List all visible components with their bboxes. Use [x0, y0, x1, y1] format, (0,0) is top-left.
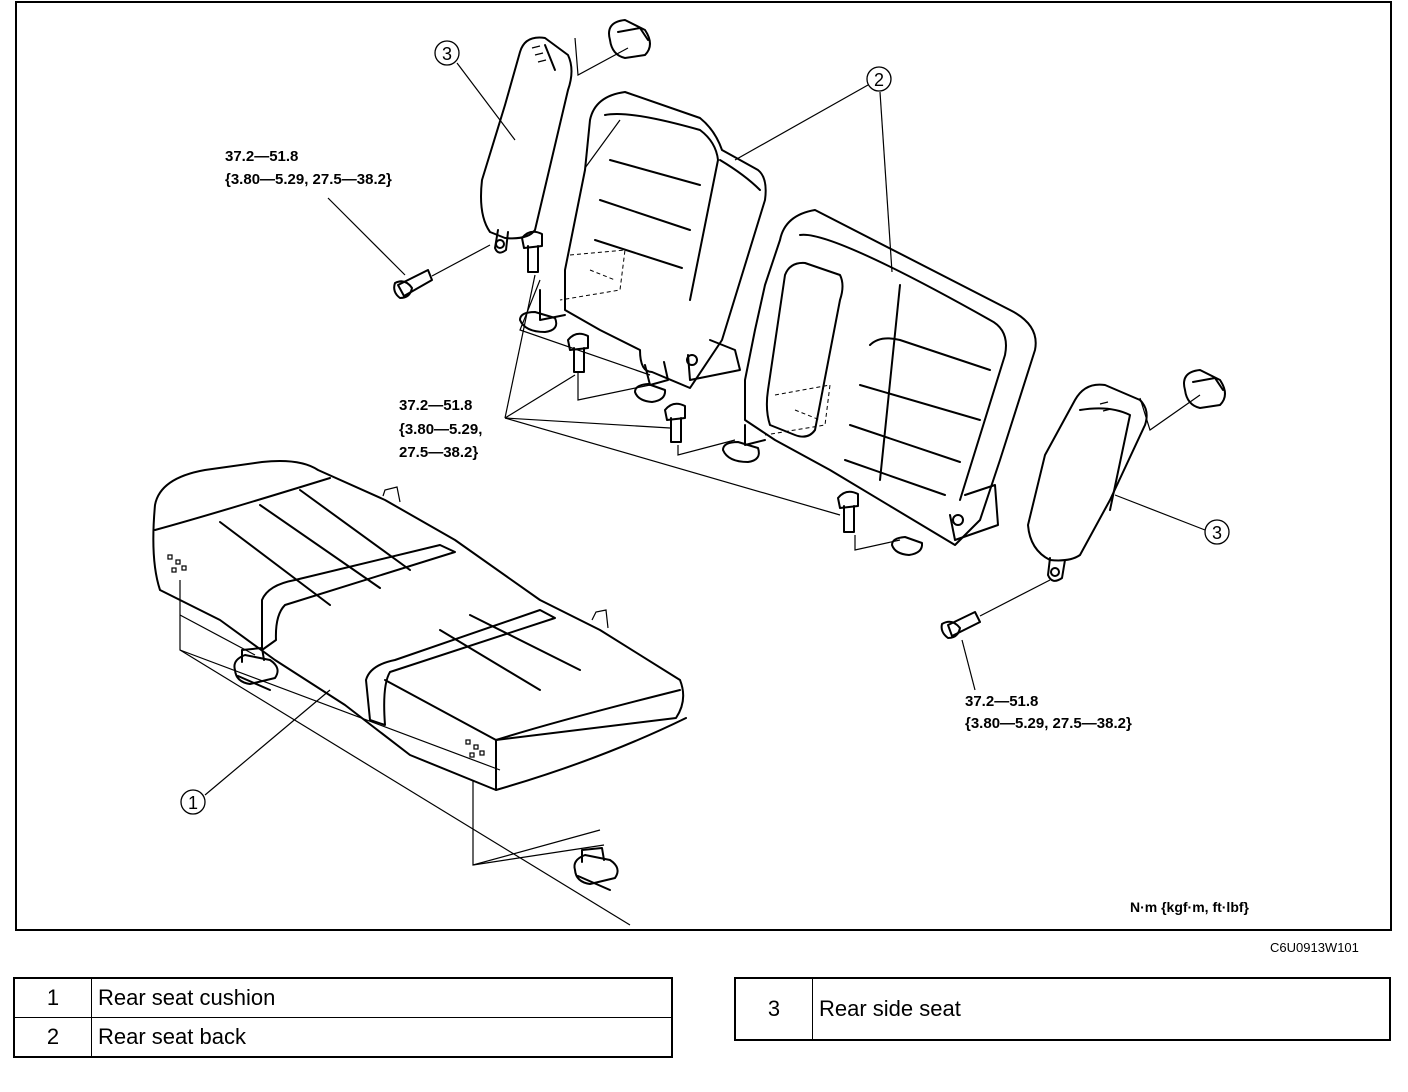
bolt-lower-right — [940, 579, 1051, 639]
torque-spec-2-line2: {3.80—5.29, — [399, 421, 482, 438]
torque-units: N·m {kgf·m, ft·lbf} — [1130, 899, 1250, 915]
bolt-seatback-4 — [837, 490, 859, 533]
callout-3-top: 3 — [434, 40, 516, 141]
cushion-clip-right — [573, 847, 619, 891]
legend-text: Rear seat cushion — [91, 977, 673, 1018]
torque-spec-1-line1: 37.2—51.8 — [225, 148, 298, 165]
callout-2-label: 2 — [874, 70, 884, 90]
torque-spec-3-line1: 37.2—51.8 — [965, 693, 1038, 710]
callout-2: 2 — [734, 66, 893, 273]
rear-side-seat-left-drawing — [480, 36, 573, 254]
legend-number: 2 — [13, 1017, 92, 1058]
parts-diagram: 1 2 3 3 37.2—51.8 {3.80—5.29, 27.5—38.2}… — [15, 1, 1392, 931]
callout-3-top-label: 3 — [442, 44, 452, 64]
rear-seat-back-right-drawing — [722, 209, 1037, 556]
legend-text: Rear side seat — [812, 977, 1391, 1041]
torque-spec-2-line1: 37.2—51.8 — [399, 397, 472, 414]
legend-row: 2 Rear seat back — [13, 1017, 673, 1058]
legend-row: 1 Rear seat cushion — [13, 977, 673, 1018]
diagram-frame — [15, 1, 1392, 931]
legend-row: 3 Rear side seat — [734, 977, 1391, 1041]
callout-1: 1 — [180, 689, 331, 815]
callout-3-right: 3 — [1114, 494, 1230, 545]
torque-spec-2-line3: 27.5—38.2} — [399, 444, 478, 461]
torque-spec-1-line2: {3.80—5.29, 27.5—38.2} — [225, 171, 392, 188]
legend-number: 1 — [13, 977, 92, 1018]
bolt-seatback-2 — [567, 332, 589, 373]
torque-spec-3-line2: {3.80—5.29, 27.5—38.2} — [965, 715, 1132, 732]
legend-number: 3 — [734, 977, 813, 1041]
cushion-guide-lines — [179, 580, 631, 926]
rear-side-seat-right-drawing — [1027, 383, 1148, 582]
bolt-upper-left — [393, 244, 491, 299]
legend-table-right: 3 Rear side seat — [734, 977, 1391, 1041]
legend-text: Rear seat back — [91, 1017, 673, 1058]
callout-1-label: 1 — [188, 793, 198, 813]
bolt-seatback-1 — [521, 230, 543, 273]
side-seat-clip-top-left — [574, 19, 651, 76]
leader-lines — [327, 119, 976, 691]
rear-seat-cushion-drawing — [152, 460, 687, 791]
legend-table-left: 1 Rear seat cushion 2 Rear seat back — [13, 977, 673, 1058]
bolt-seatback-3 — [664, 402, 686, 443]
side-seat-clip-top-right — [1139, 369, 1226, 431]
cushion-clip-left — [233, 647, 279, 691]
figure-code: C6U0913W101 — [1270, 940, 1359, 955]
callout-3-right-label: 3 — [1212, 523, 1222, 543]
rear-seat-back-left-drawing — [519, 91, 767, 403]
